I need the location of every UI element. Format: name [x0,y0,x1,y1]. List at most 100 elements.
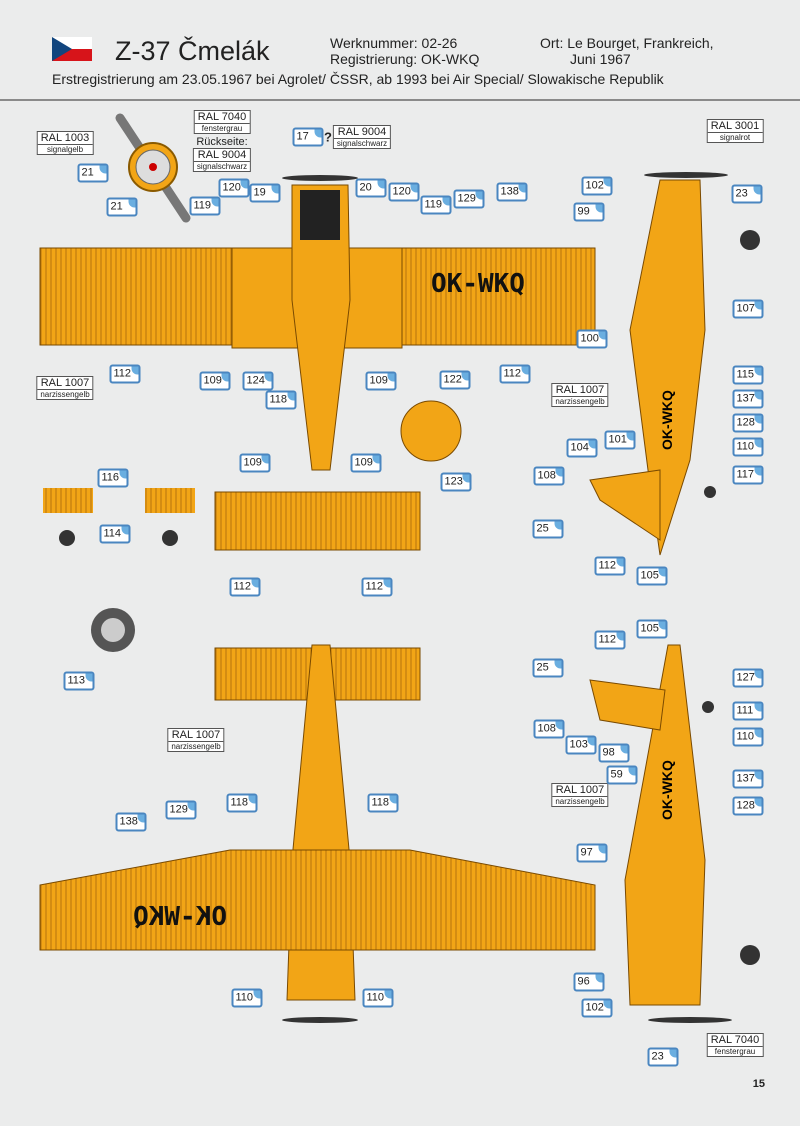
part-callout: 25 [532,658,564,678]
czech-flag-icon [52,37,92,61]
part-callout: 129 [453,189,485,209]
ral-name: fenstergrau [201,124,243,133]
part-callout: 109 [199,371,231,391]
propeller-detail [115,113,191,223]
rueckseite-note: Rückseite: [196,136,248,148]
part-callout: 21 [77,163,109,183]
part-callout: 21 [106,197,138,217]
part-callout: 124 [242,371,274,391]
page-number: 15 [752,1078,765,1090]
part-callout: 110 [362,988,394,1008]
werknummer: Werknummer: 02-26 [330,35,458,51]
side-view-left: OK-WKQ [589,644,760,1023]
part-callout: 118 [226,793,258,813]
header: Z-37 Čmelák Werknummer: 02-26 Registrier… [0,0,800,101]
part-callout: 20 [355,178,387,198]
part-callout: 103 [565,735,597,755]
bottom-view: OK-WKQ [39,644,596,1023]
ral-code: RAL 1003 [37,132,93,145]
part-callout: 112 [594,630,626,650]
part-callout: 137 [732,389,764,409]
ral-code: RAL 3001 [707,120,763,133]
part-callout: 120 [388,182,420,202]
part-callout: 102 [581,176,613,196]
ral-name: narzissengelb [171,742,221,751]
part-callout: 117 [732,465,764,485]
part-callout: 112 [499,364,531,384]
ral-code: RAL 9004 [193,149,251,162]
ral-name: signalgelb [46,145,84,154]
part-callout: 104 [566,438,598,458]
side-view-right: OK-WKQ [589,172,760,556]
part-callout: 97 [576,843,608,863]
part-callout: 102 [581,998,613,1018]
part-callout: 107 [732,299,764,319]
datum: Juni 1967 [570,51,631,67]
part-callout: 19 [249,183,281,203]
part-callout: 25 [532,519,564,539]
question-mark: ? [324,129,332,145]
part-callout: 59 [606,765,638,785]
top-view: OK-WKQ [39,175,596,652]
part-callout: 96 [573,972,605,992]
part-callout: 118 [367,793,399,813]
part-callout: 120 [218,178,250,198]
ral-code: RAL 1007 [552,384,608,397]
part-callout: 109 [350,453,382,473]
ral-name: signalrot [719,133,751,142]
fuselage-registration: OK-WKQ [659,390,675,450]
part-callout: 113 [63,671,95,691]
part-callout: 112 [594,556,626,576]
part-callout: 123 [440,472,472,492]
ral-code: RAL 1007 [168,729,224,742]
ral-code: RAL 1007 [552,784,608,797]
part-callout: 108 [533,466,565,486]
ral-code: RAL 1007 [37,377,93,390]
part-callout: 112 [361,577,393,597]
history: Erstregistrierung am 23.05.1967 bei Agro… [52,71,664,87]
part-callout: 128 [732,796,764,816]
part-callout: 110 [231,988,263,1008]
ral-name: narzissengelb [555,397,605,406]
part-callout: 114 [99,524,131,544]
part-callout: 119 [420,195,452,215]
part-callout: 119 [189,196,221,216]
ral-name: narzissengelb [40,390,90,399]
part-callout: 116 [97,468,129,488]
registrierung: Registrierung: OK-WKQ [330,51,480,67]
ral-name: signalschwarz [196,162,248,171]
ral-code: RAL 7040 [194,111,250,124]
part-callout: 101 [604,430,636,450]
part-callout: 138 [115,812,147,832]
part-callout: 115 [732,365,764,385]
part-callout: 109 [365,371,397,391]
part-callout: 122 [439,370,471,390]
part-callout: 129 [165,800,197,820]
part-callout: 108 [533,719,565,739]
part-callout: 112 [229,577,261,597]
part-callout: 128 [732,413,764,433]
part-callout: 138 [496,182,528,202]
ral-name: fenstergrau [714,1047,756,1056]
part-callout: 137 [732,769,764,789]
part-callout: 118 [265,390,297,410]
fuselage-registration-left: OK-WKQ [659,760,675,820]
part-callout: 127 [732,668,764,688]
ral-code: RAL 9004 [333,126,391,139]
part-callout: 17 [292,127,324,147]
part-callout: 112 [109,364,141,384]
part-callout: 99 [573,202,605,222]
ral-name: signalschwarz [336,139,388,148]
